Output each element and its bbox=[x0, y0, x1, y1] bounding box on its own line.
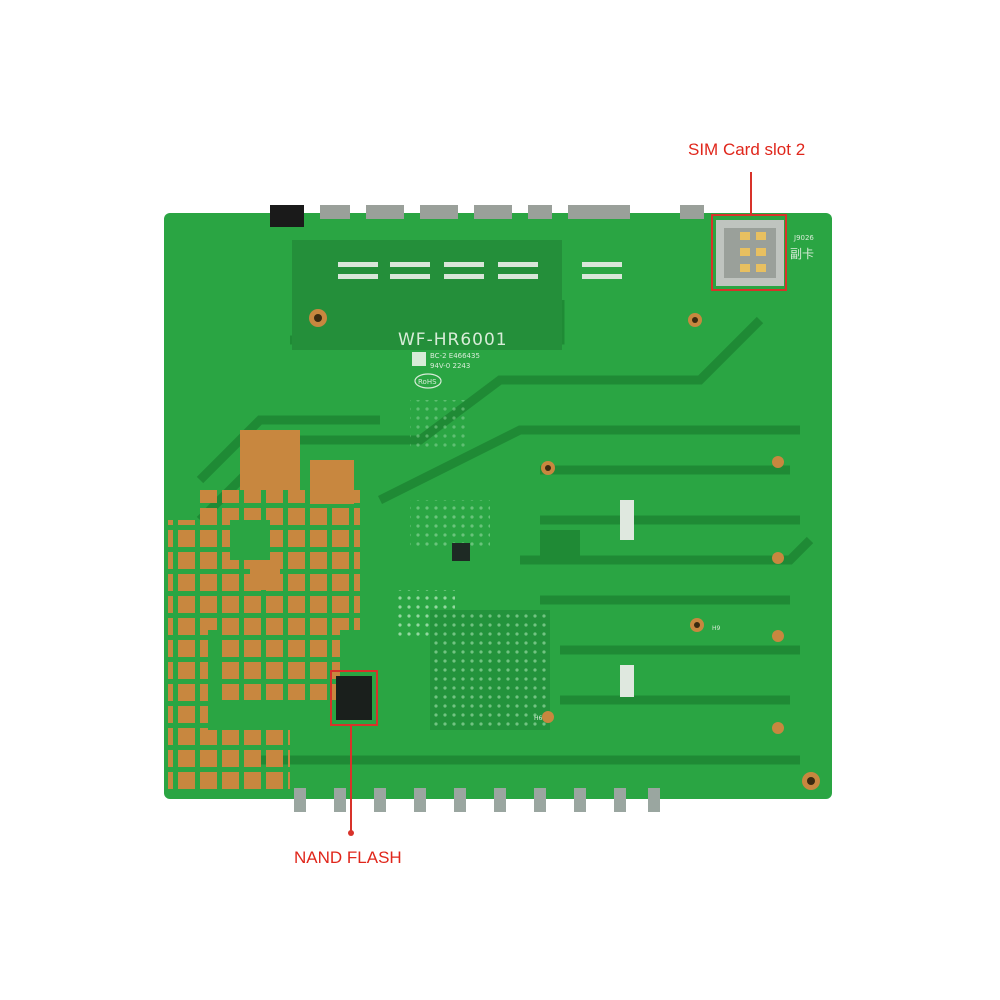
sim-slot-highlight bbox=[711, 214, 787, 291]
sim-ref-text: J9026 bbox=[793, 234, 814, 242]
nand-flash-label: NAND FLASH bbox=[294, 848, 402, 867]
mounting-holes bbox=[309, 309, 820, 790]
sim-card-slot bbox=[716, 220, 784, 286]
nand-leader-end bbox=[348, 830, 354, 836]
rohs-text: RoHS bbox=[418, 378, 437, 386]
nand-highlight bbox=[330, 670, 378, 726]
bottom-leds bbox=[294, 788, 660, 812]
hole-h6: H6 bbox=[534, 715, 543, 722]
qr-code bbox=[412, 352, 426, 366]
magnetics-pins bbox=[338, 262, 622, 279]
port-connectors bbox=[270, 205, 704, 227]
ics bbox=[452, 500, 634, 697]
board-marking-2: 94V-0 2243 bbox=[430, 362, 470, 370]
board-marking-1: BC-2 E466435 bbox=[430, 352, 480, 360]
copper-pads bbox=[168, 430, 360, 790]
soc-via-field bbox=[395, 400, 550, 730]
magnetics-region bbox=[292, 240, 562, 350]
sim-card-slot-label: SIM Card slot 2 bbox=[688, 140, 806, 159]
hole-h9: H9 bbox=[712, 625, 721, 632]
board-model: WF-HR6001 bbox=[398, 330, 508, 350]
rohs-logo bbox=[414, 373, 442, 389]
sim-cn-text: 副卡 bbox=[790, 247, 814, 261]
nand-flash-chip bbox=[336, 676, 372, 720]
